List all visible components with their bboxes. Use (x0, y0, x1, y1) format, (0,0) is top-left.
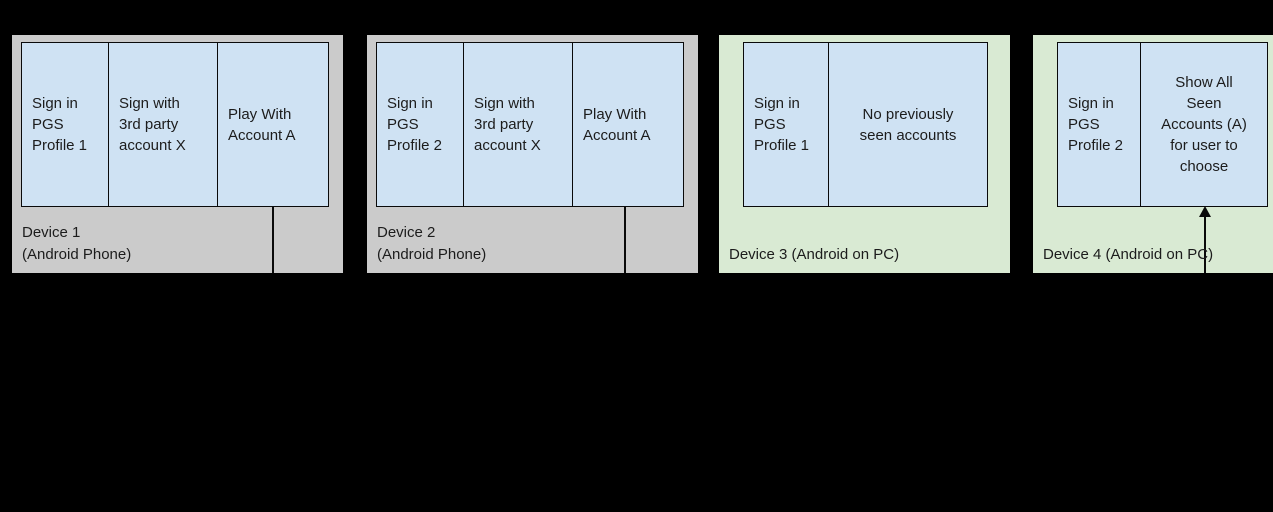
step-box-sign-with-3rd-party: Sign with 3rd party account X (108, 42, 218, 207)
step-box-play-with-account-a: Play With Account A (572, 42, 684, 207)
step-box-sign-in-pgs-profile-1: Sign in PGS Profile 1 (743, 42, 829, 207)
device-label: Device 3 (Android on PC) (729, 246, 900, 263)
device-panel-1: Sign in PGS Profile 1 Sign with 3rd part… (12, 35, 343, 273)
step-box-sign-in-pgs-profile-2: Sign in PGS Profile 2 (376, 42, 464, 207)
connector-line-device-1 (272, 207, 274, 273)
device-label: Device 4 (Android on PC) (1043, 246, 1214, 263)
device-label: Device 1 (Android Phone) (22, 224, 132, 263)
step-box-no-previously-seen-accounts: No previously seen accounts (828, 42, 988, 207)
device-panel-2: Sign in PGS Profile 2 Sign with 3rd part… (367, 35, 698, 273)
device-panel-4: Sign in PGS Profile 2 Show All Seen Acco… (1033, 35, 1273, 273)
connector-line-device-4 (1204, 216, 1206, 273)
device-label: Device 2 (Android Phone) (377, 224, 487, 263)
step-box-sign-in-pgs-profile-1: Sign in PGS Profile 1 (21, 42, 109, 207)
connector-line-device-2 (624, 207, 626, 273)
device-panel-3: Sign in PGS Profile 1 No previously seen… (719, 35, 1010, 273)
arrow-up-icon (1199, 206, 1211, 217)
step-box-sign-in-pgs-profile-2: Sign in PGS Profile 2 (1057, 42, 1141, 207)
step-box-play-with-account-a: Play With Account A (217, 42, 329, 207)
step-box-show-all-seen-accounts: Show All Seen Accounts (A) for user to c… (1140, 42, 1268, 207)
step-box-sign-with-3rd-party: Sign with 3rd party account X (463, 42, 573, 207)
